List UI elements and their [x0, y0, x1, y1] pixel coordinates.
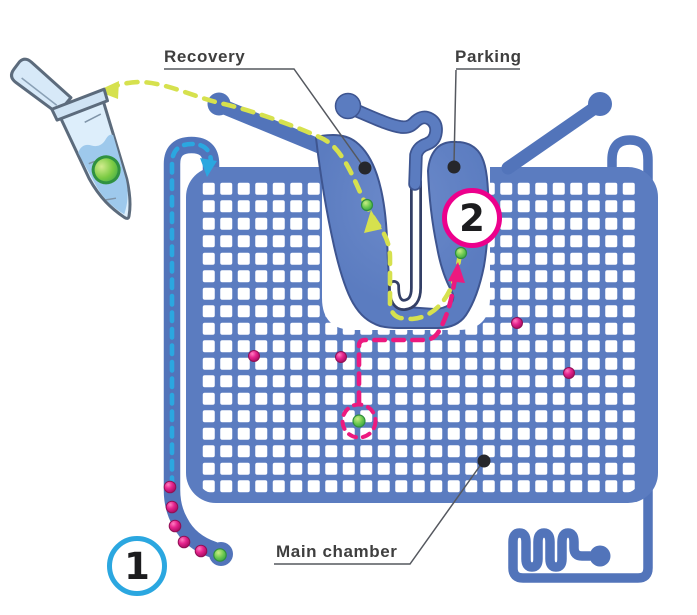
step-marker-1: 1 — [107, 536, 167, 596]
cell-magenta — [248, 350, 260, 362]
parking-anchor-dot — [447, 160, 461, 174]
cell-green — [213, 548, 227, 562]
recovery-anchor-dot — [358, 161, 372, 175]
cell-magenta — [511, 317, 523, 329]
recovery-arrowhead-funnel — [364, 210, 382, 233]
cell-magenta — [168, 519, 182, 533]
main-chamber-anchor-dot — [477, 454, 491, 468]
selected-cell-circle — [340, 402, 378, 440]
parking-arrowhead — [448, 262, 465, 283]
inlet-flow-dashes — [169, 141, 214, 489]
cell-magenta — [163, 480, 177, 494]
pillar-grid — [199, 179, 639, 493]
recovery-parking-vessel — [315, 134, 490, 329]
cell-magenta — [177, 535, 191, 549]
parking-flow-path — [340, 262, 465, 440]
tube-rim — [50, 87, 109, 122]
tube-cell-green — [91, 155, 121, 185]
main-chamber-label: Main chamber — [276, 542, 398, 561]
collection-tube — [10, 57, 132, 220]
trap-channel — [388, 176, 422, 312]
cell-magenta — [563, 367, 575, 379]
recovery-outlet-port — [207, 92, 231, 116]
recovery-arrowhead-tube — [97, 81, 119, 99]
recovery-label: Recovery — [164, 47, 245, 66]
step-marker-2: 2 — [442, 188, 502, 248]
top-right-channel — [501, 92, 612, 175]
step-2-ring — [442, 188, 502, 248]
step-1-number: 1 — [124, 545, 150, 588]
feeder-port — [334, 92, 362, 120]
step-2-number: 2 — [459, 197, 485, 240]
parking-flow-dashes — [356, 271, 459, 406]
cells — [163, 198, 575, 562]
main-chamber — [186, 167, 658, 503]
tube-cap — [10, 57, 73, 115]
cell-magenta — [165, 500, 179, 514]
cell-magenta — [194, 544, 208, 558]
parking-label: Parking — [455, 47, 522, 66]
cell-magenta — [335, 351, 347, 363]
inlet-flow-arrowhead — [200, 158, 217, 177]
serpentine-port — [589, 545, 611, 567]
cell-green-recovered — [360, 198, 374, 212]
top-right-port — [588, 92, 612, 116]
cell-green-parked — [454, 246, 468, 260]
cell-green-selected — [352, 414, 366, 428]
feeder-channel — [334, 92, 443, 191]
inlet-flow-path — [169, 141, 217, 489]
leader-lines — [164, 68, 520, 565]
serpentine-channel — [508, 135, 653, 583]
step-1-ring — [107, 536, 167, 596]
